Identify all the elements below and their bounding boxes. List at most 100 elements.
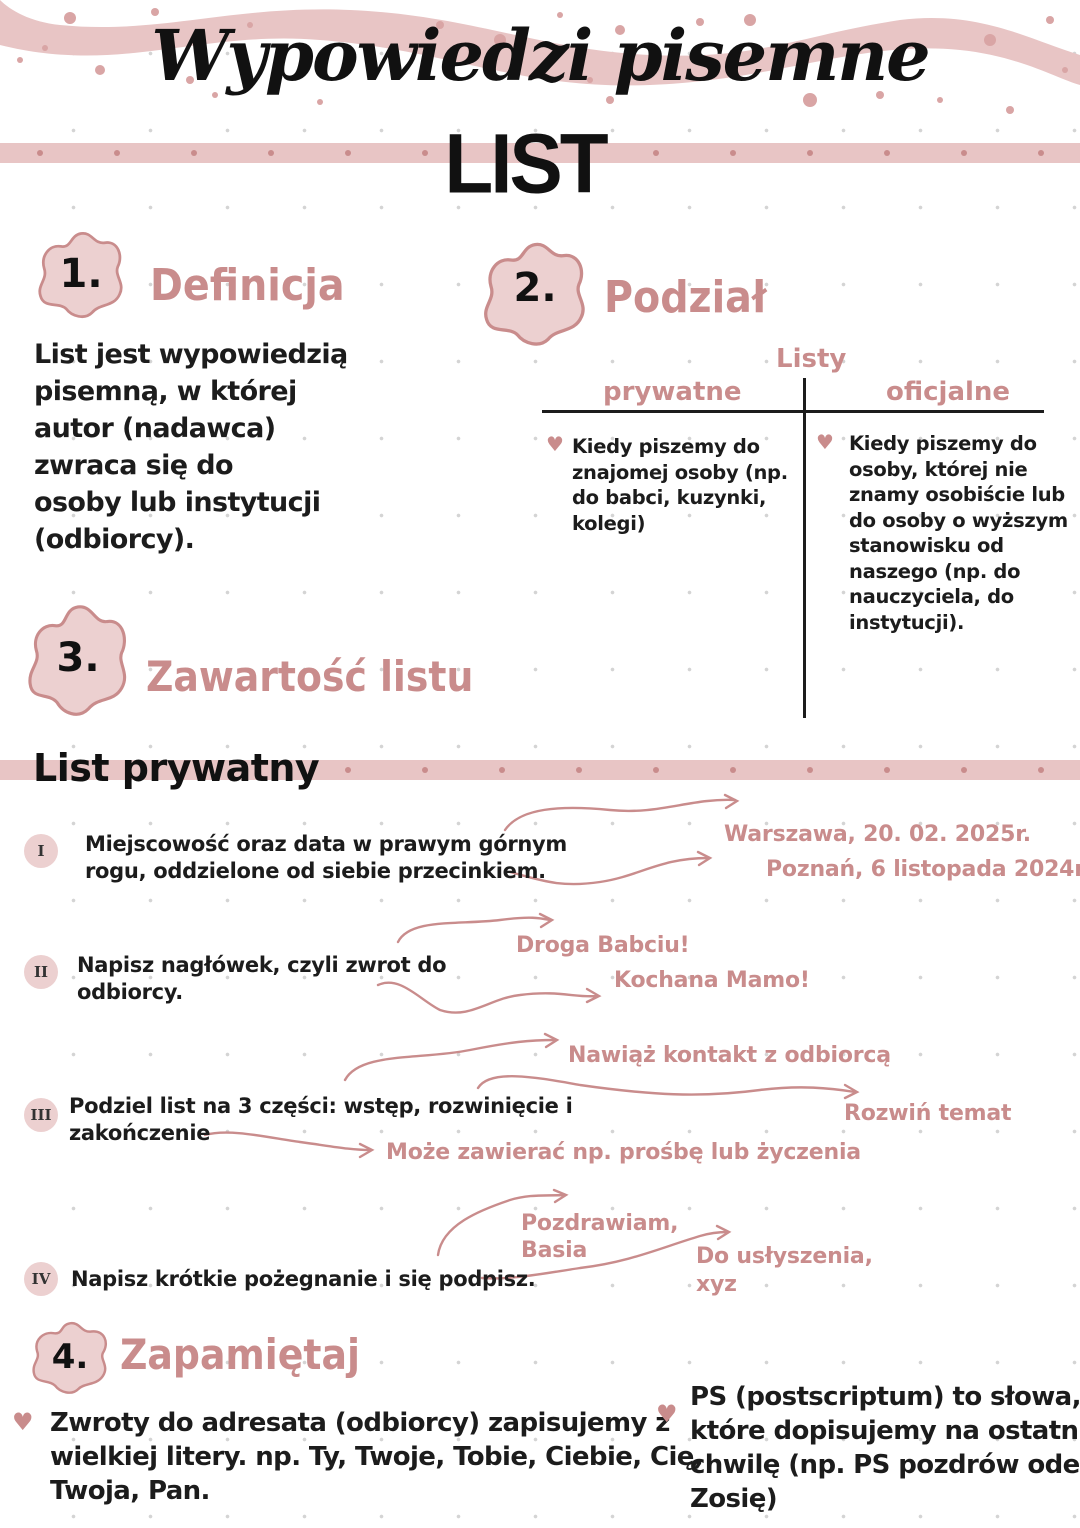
blob-shape — [28, 605, 127, 716]
text-line: osoby lub instytucji — [34, 487, 321, 518]
text-line: Kiedy piszemy do — [849, 432, 1037, 455]
arrow — [843, 1083, 860, 1100]
arrow — [436, 1193, 567, 1257]
arrow — [396, 916, 552, 944]
decorative-wave — [0, 0, 1080, 114]
remember-right-text: PS (postscriptum) to słowa, które dopisu… — [690, 1380, 1080, 1516]
step-number-badge: II — [24, 955, 58, 989]
text-line: nauczyciela, do — [849, 585, 1014, 608]
section3-heading: Zawartość listu — [146, 652, 474, 701]
division-vline — [803, 378, 806, 718]
example-text: Nawiąż kontakt z odbiorcą — [568, 1043, 891, 1068]
section4-badge: 4. — [28, 1320, 120, 1412]
section1-badge: 1. — [35, 228, 127, 320]
text-line: odbiorcy. — [77, 980, 183, 1004]
arrow — [480, 1230, 730, 1280]
step-text: Napisz krótkie pożegnanie i się podpisz. — [71, 1266, 536, 1293]
arrow — [538, 912, 555, 929]
heart-icon: ♥ — [656, 1400, 678, 1428]
arrow — [715, 1224, 732, 1241]
text-line: instytucji). — [849, 610, 965, 634]
heart-icon: ♥ — [12, 1408, 34, 1436]
step-number-badge: I — [24, 834, 58, 868]
heart-icon: ♥ — [816, 430, 834, 454]
arrow — [696, 850, 713, 867]
text-line: zakończenie — [69, 1121, 211, 1145]
text-line: do babci, kuzynki, — [572, 486, 767, 509]
header-band — [0, 143, 1080, 163]
text-line: Podziel list na 3 części: wstęp, rozwini… — [69, 1094, 573, 1118]
section3-number: 3. — [56, 635, 100, 681]
arrow — [543, 1032, 560, 1049]
example-text: xyz — [696, 1272, 737, 1297]
example-text: Poznań, 6 listopada 2024r. — [766, 857, 1080, 882]
section1-heading: Definicja — [150, 260, 345, 311]
arrow — [503, 798, 737, 832]
text-line: List jest wypowiedzią — [34, 339, 348, 370]
private-description: Kiedy piszemy do znajomej osoby (np. do … — [572, 434, 788, 536]
text-line: Kiedy piszemy do — [572, 435, 760, 458]
official-label: oficjalne — [886, 377, 1011, 407]
arrow — [358, 1142, 375, 1159]
section2-heading: Podział — [604, 272, 767, 323]
text-line: naszego (np. do — [849, 559, 1021, 583]
text-line: znamy osobiście lub — [849, 483, 1065, 506]
example-text: Może zawierać np. prośbę lub życzenia — [386, 1140, 861, 1165]
arrow — [203, 1131, 372, 1152]
text-line: wielkiej litery. np. Ty, Twoje, Tobie, C… — [50, 1442, 704, 1472]
text-line: Zosię) — [690, 1484, 778, 1514]
division-root: Listy — [776, 344, 847, 374]
page-title: Wypowiedzi pisemne — [151, 14, 930, 97]
page-subtitle: LIST — [444, 116, 608, 211]
arrow — [508, 856, 710, 886]
text-line: które dopisujemy na ostatnią — [690, 1416, 1080, 1446]
text-line: kolegi) — [572, 511, 646, 535]
text-line: pisemną, w której — [34, 376, 297, 407]
arrow — [585, 987, 602, 1004]
example-text: Warszawa, 20. 02. 2025r. — [724, 822, 1031, 847]
text-line: stanowisku od — [849, 534, 1004, 557]
step-number-badge: IV — [24, 1262, 58, 1296]
text-line: (odbiorcy). — [34, 524, 195, 555]
section3-band — [0, 760, 1080, 780]
arrow — [376, 981, 600, 1014]
step-text: Podziel list na 3 części: wstęp, rozwini… — [69, 1093, 573, 1147]
section4-heading: Zapamiętaj — [120, 1330, 360, 1379]
text-line: rogu, oddzielone od siebie przecinkiem. — [85, 859, 546, 883]
text-line: Twoja, Pan. — [50, 1476, 210, 1506]
section2-badge: 2. — [480, 238, 585, 346]
text-line: znajomej osoby (np. — [572, 460, 788, 484]
section1-number: 1. — [59, 251, 103, 297]
text-line: do osoby o wyższym — [849, 508, 1068, 532]
text-line: osoby, której nie — [849, 457, 1028, 481]
text-line: Napisz nagłówek, czyli zwrot do — [77, 953, 447, 977]
example-text: Basia — [521, 1238, 588, 1263]
blob-shape — [484, 242, 585, 346]
text-line: autor (nadawca) — [34, 413, 276, 444]
heart-icon: ♥ — [546, 432, 564, 456]
blob-shape — [32, 1322, 107, 1394]
example-text: Do usłyszenia, — [696, 1244, 873, 1269]
division-hline — [542, 410, 1044, 413]
text-line: Miejscowość oraz data w prawym górnym — [85, 832, 568, 856]
blob-shape — [38, 232, 123, 319]
step-text: Miejscowość oraz data w prawym górnym ro… — [85, 831, 567, 885]
arrow — [552, 1188, 569, 1204]
text-line: Napisz krótkie pożegnanie i się podpisz. — [71, 1267, 536, 1291]
band-dots-top — [37, 150, 1044, 156]
definition-text: List jest wypowiedzią pisemną, w której … — [34, 336, 348, 558]
section3-subheading: List prywatny — [33, 746, 320, 790]
section2-number: 2. — [513, 265, 557, 311]
text-line: PS (postscriptum) to słowa, — [690, 1382, 1080, 1412]
arrow — [723, 793, 740, 810]
example-text: Rozwiń temat — [844, 1101, 1012, 1126]
private-label: prywatne — [603, 377, 742, 407]
example-text: Droga Babciu! — [516, 933, 690, 958]
text-line: chwilę (np. PS pozdrów ode mnie — [690, 1450, 1080, 1480]
arrow — [476, 1075, 857, 1096]
example-text: Kochana Mamo! — [614, 968, 810, 993]
arrow — [343, 1038, 557, 1082]
text-line: zwraca się do — [34, 450, 234, 481]
official-description: Kiedy piszemy do osoby, której nie znamy… — [849, 431, 1068, 635]
